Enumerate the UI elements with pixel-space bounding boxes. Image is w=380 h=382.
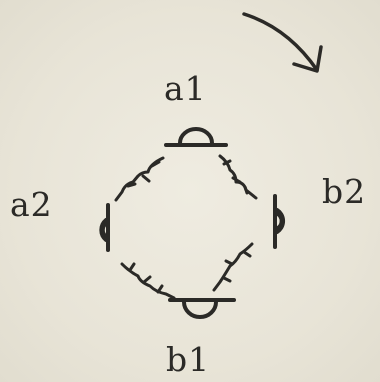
antenna-b2-icon	[273, 194, 285, 249]
label-a2: a2	[10, 185, 53, 224]
link-b2-b1	[212, 242, 254, 292]
label-b1: b1	[166, 340, 211, 379]
antenna-a1-icon	[164, 127, 228, 147]
link-a1-a2	[114, 156, 165, 202]
antenna-a2-icon	[99, 203, 110, 252]
antenna-b1-icon	[168, 298, 236, 319]
link-a2-b1	[120, 262, 176, 300]
label-b2: b2	[322, 172, 367, 211]
rotation-arrow-icon	[242, 12, 323, 73]
label-a1: a1	[164, 69, 207, 108]
link-a1-b2	[218, 154, 258, 200]
